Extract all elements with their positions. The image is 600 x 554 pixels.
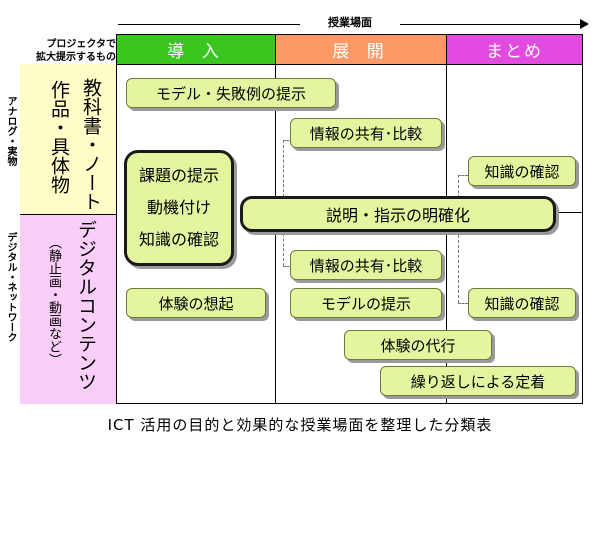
box-experience-recall: 体験の想起 — [126, 288, 266, 318]
box-info-share-2: 情報の共有･比較 — [290, 250, 442, 280]
box-experience-proxy: 体験の代行 — [344, 330, 492, 360]
box-knowledge-confirm-2: 知識の確認 — [468, 288, 576, 318]
row-label-textbook: 教科書・ノート — [80, 78, 102, 211]
column-divider-1 — [275, 64, 276, 404]
row-divider — [20, 214, 117, 215]
row-label-analog — [20, 64, 117, 214]
dashed-connector-summary-top — [458, 175, 468, 176]
box-model-present: モデルの提示 — [290, 288, 442, 318]
column-header-development: 展 開 — [275, 34, 447, 65]
column-divider-2 — [446, 64, 447, 404]
column-header-intro: 導 入 — [116, 34, 276, 65]
corner-label-line1: プロジェクタで — [46, 39, 116, 50]
corner-label: プロジェクタで 拡大提示するもの — [22, 38, 116, 64]
dashed-connector-summary-bottom — [458, 303, 468, 304]
box-center-group: 課題の提示 動機付け 知識の確認 — [124, 150, 234, 266]
row-label-digital-content: デジタルコンテンツ — [75, 220, 97, 391]
row-label-works: 作品・具体物 — [48, 80, 70, 194]
side-label-analog: アナログ・実物 — [5, 96, 16, 166]
dashed-connector-dev-bottom — [283, 266, 293, 267]
box-task-present: 課題の提示 — [138, 166, 219, 185]
box-motivation: 動機付け — [146, 198, 211, 217]
arrow-right-icon — [580, 19, 589, 29]
box-info-share-1: 情報の共有･比較 — [290, 118, 442, 148]
box-knowledge-confirm-1: 知識の確認 — [468, 156, 576, 186]
row-label-digital — [20, 214, 117, 404]
dashed-connector-dev-top — [283, 140, 293, 141]
explain-extension-line — [555, 212, 583, 213]
row-label-digital-sub: （静止画・動画など） — [46, 236, 61, 366]
scene-arrow-label: 授業場面 — [300, 14, 400, 30]
column-header-summary: まとめ — [446, 34, 583, 65]
side-label-digital: デジタル・ネットワーク — [5, 232, 16, 342]
dashed-connector-summary — [458, 175, 459, 303]
box-knowledge-confirm-center: 知識の確認 — [138, 230, 219, 249]
figure-caption: ICT 活用の目的と効果的な授業場面を整理した分類表 — [107, 416, 493, 434]
box-explain: 説明・指示の明確化 — [240, 196, 556, 232]
box-repetition: 繰り返しによる定着 — [380, 366, 576, 396]
box-model-failure: モデル・失敗例の提示 — [126, 78, 336, 108]
corner-label-line2: 拡大提示するもの — [36, 52, 116, 63]
